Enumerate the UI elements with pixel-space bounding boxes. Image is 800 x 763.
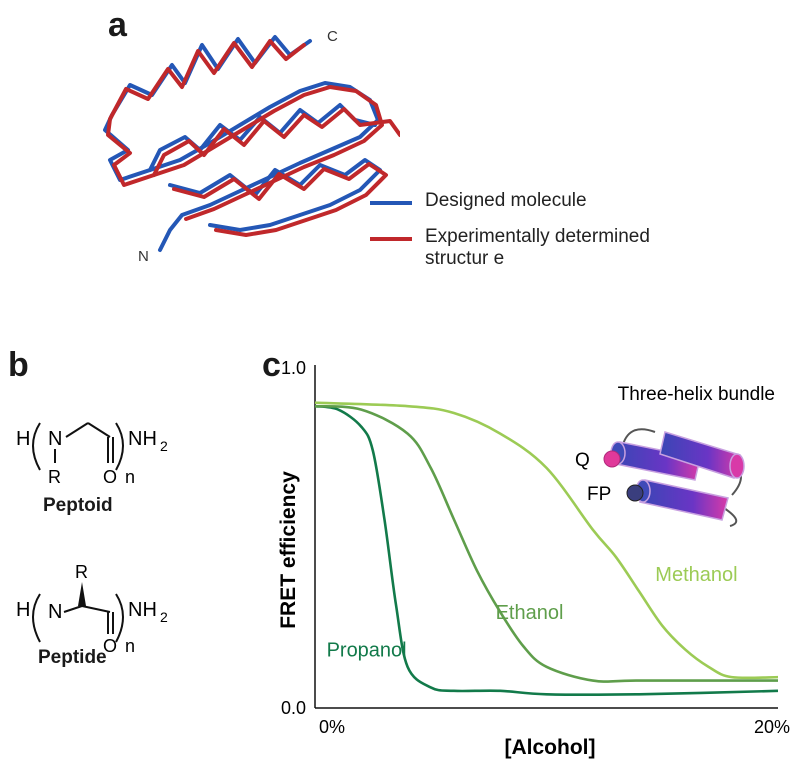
legend-swatch-designed — [370, 201, 412, 205]
series-layer — [314, 401, 779, 697]
peptide-subscript-2: 2 — [160, 609, 168, 625]
series-line-ethanol — [314, 404, 778, 683]
peptoid-r: R — [48, 467, 61, 487]
peptoid-left-paren — [32, 422, 41, 471]
panel-b-label: b — [8, 346, 29, 384]
peptide-left-paren — [32, 593, 41, 643]
x-tick-label-max: 20% — [754, 717, 790, 737]
peptoid-subscript-2: 2 — [160, 438, 168, 454]
panel-a-label: a — [108, 6, 127, 44]
series-line-propanol — [314, 404, 779, 697]
y-axis-title: FRET efficiency — [277, 471, 300, 629]
inset-title: Three-helix bundle — [618, 384, 775, 405]
peptide-label: Peptide — [38, 647, 107, 668]
peptoid-bond-2 — [87, 422, 111, 438]
peptoid-structure: H N R O n NH 2 — [16, 422, 168, 487]
inset-q-label: Q — [575, 450, 590, 471]
bundle-loop-bottom — [723, 507, 738, 527]
experimental-structure-trace — [106, 39, 400, 237]
peptide-h: H — [16, 599, 30, 621]
x-axis-title: [Alcohol] — [505, 736, 596, 759]
peptide-bond-1 — [63, 605, 83, 613]
peptide-structure: R H N O n NH 2 — [16, 562, 168, 655]
fret-chart: 1.0 0.0 0% 20% [Alcohol] FRET efficiency… — [277, 358, 790, 759]
peptide-right-paren — [115, 593, 124, 643]
helix-cylinder-3 — [639, 479, 729, 521]
peptoid-nh2: NH — [128, 428, 157, 450]
quencher-bead — [603, 450, 621, 468]
peptide-bond-2 — [81, 605, 111, 613]
series-line-methanol — [314, 401, 779, 680]
legend-label-designed: Designed molecule — [425, 190, 587, 211]
c-terminus-label: C — [327, 28, 338, 45]
legend-label-experimental-line2: structur e — [425, 248, 505, 269]
series-label-layer: Propanol Ethanol Methanol — [327, 564, 738, 661]
legend-swatch-experimental — [370, 237, 412, 241]
peptoid-n: N — [48, 428, 62, 450]
helix-cylinder-2 — [659, 431, 741, 479]
series-label-propanol: Propanol — [327, 640, 407, 662]
peptoid-label: Peptoid — [43, 495, 113, 516]
peptoid-bond-1 — [65, 422, 89, 438]
protein-backbone-overlay: C N — [103, 28, 400, 265]
legend-label-experimental: Experimentally determined — [425, 226, 650, 247]
three-helix-bundle-inset: Three-helix bundle Q FP — [575, 384, 775, 527]
series-label-ethanol: Ethanol — [496, 602, 564, 624]
peptide-o: O — [103, 636, 117, 655]
x-tick-label-min: 0% — [319, 717, 345, 737]
peptoid-h: H — [16, 428, 30, 450]
helix-cap-2 — [729, 453, 745, 479]
inset-fp-label: FP — [587, 484, 611, 505]
peptide-r: R — [75, 562, 88, 582]
peptide-nh2: NH — [128, 599, 157, 621]
peptoid-o: O — [103, 467, 117, 487]
peptoid-right-paren — [115, 422, 124, 471]
peptide-wedge-bond — [78, 582, 86, 606]
peptide-subscript-n: n — [125, 636, 135, 655]
n-terminus-label: N — [138, 248, 149, 265]
fluorophore-bead — [626, 484, 644, 502]
y-tick-label-min: 0.0 — [281, 698, 306, 718]
y-tick-label-max: 1.0 — [281, 358, 306, 378]
peptide-n: N — [48, 601, 62, 623]
series-label-methanol: Methanol — [655, 564, 737, 586]
peptoid-subscript-n: n — [125, 467, 135, 487]
panel-c-label: c — [262, 346, 281, 384]
